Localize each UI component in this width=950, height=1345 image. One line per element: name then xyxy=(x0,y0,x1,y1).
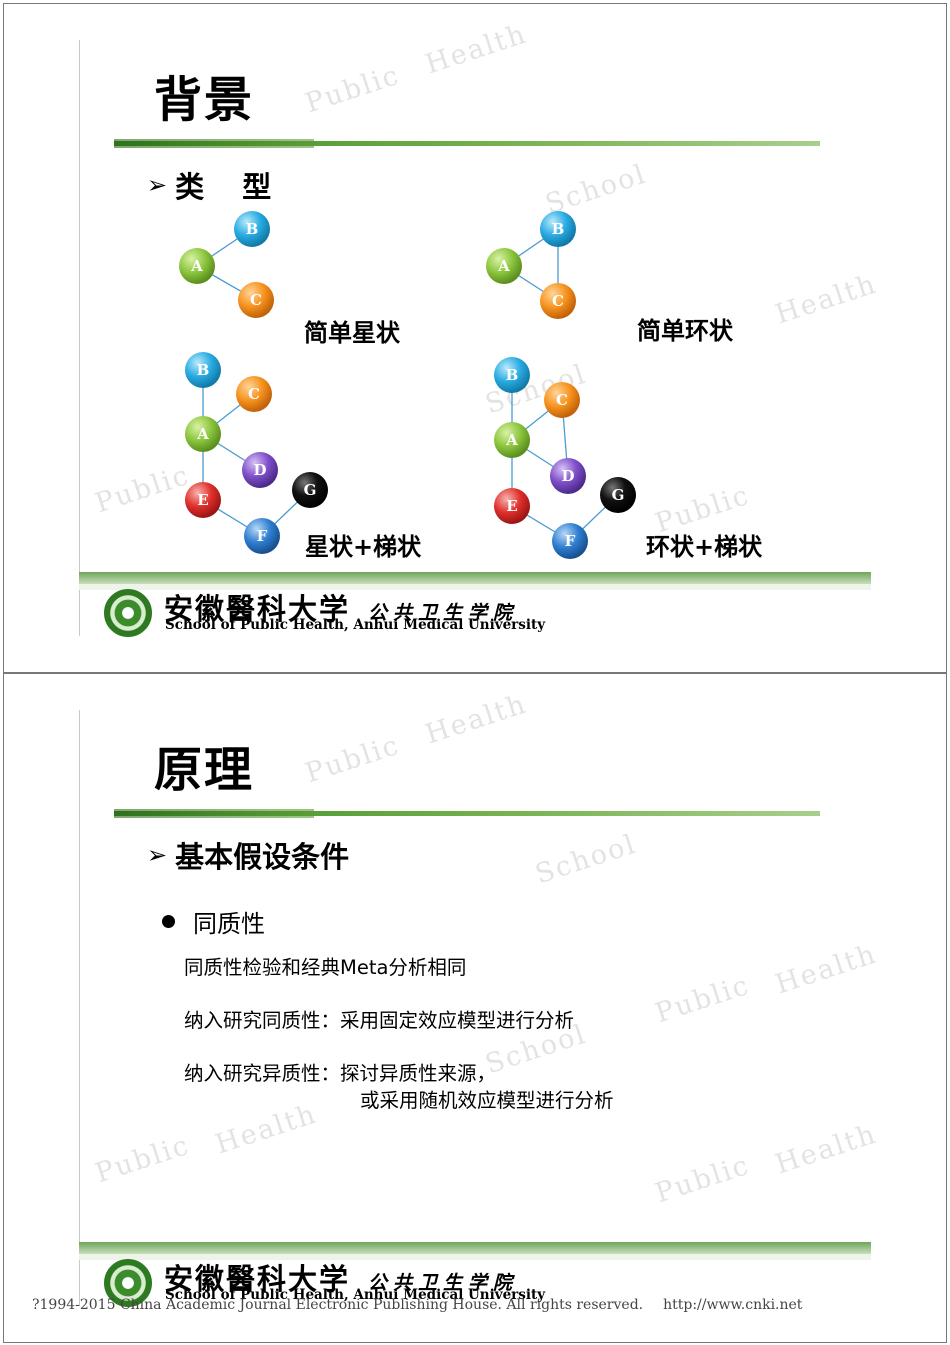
svg-text:C: C xyxy=(556,391,568,409)
round-bullet-icon xyxy=(162,915,175,928)
slide-left-rule xyxy=(79,710,80,1306)
sub-bullet-text: 同质性 xyxy=(193,910,265,938)
school-cn-text: 公共卫生学院 xyxy=(368,1272,519,1294)
sub-bullet-homogeneity: 同质性 xyxy=(162,904,265,939)
svg-text:A: A xyxy=(497,257,510,275)
svg-text:A: A xyxy=(505,431,518,449)
text-line: 纳入研究异质性：探讨异质性来源， xyxy=(184,1062,497,1085)
svg-text:B: B xyxy=(552,220,565,238)
svg-text:B: B xyxy=(246,220,259,238)
svg-text:A: A xyxy=(190,257,203,275)
bullet-text: 基本假设条件 xyxy=(175,840,350,874)
slide-title: 背景 xyxy=(154,72,255,128)
svg-text:C: C xyxy=(248,385,260,403)
caption-star-ladder: 星状+梯状 xyxy=(305,533,422,561)
watermark-health: Health xyxy=(421,688,531,751)
node-e: E xyxy=(185,482,221,518)
watermark-public: Public xyxy=(651,1149,754,1210)
footer-band xyxy=(79,1242,871,1254)
footer-shadow xyxy=(79,1254,871,1260)
university-cn-text: 安徽醫科大学 xyxy=(164,592,351,626)
footer-band xyxy=(79,572,871,584)
node-a: A xyxy=(179,248,215,284)
node-f: F xyxy=(552,523,588,559)
svg-text:F: F xyxy=(257,527,268,545)
node-e: E xyxy=(494,488,530,524)
svg-text:F: F xyxy=(565,532,576,550)
node-d: D xyxy=(242,452,278,488)
university-cn-text: 安徽醫科大学 xyxy=(164,1262,351,1296)
node-f: F xyxy=(244,518,280,554)
title-underline-bar xyxy=(114,139,820,148)
svg-text:G: G xyxy=(304,481,317,499)
svg-text:C: C xyxy=(250,291,262,309)
copyright-url: http://www.cnki.net xyxy=(663,1297,803,1313)
node-c: C xyxy=(544,382,580,418)
svg-text:D: D xyxy=(561,467,574,485)
node-g: G xyxy=(600,477,636,513)
slide-principle: Public Health Health Public School Publi… xyxy=(3,673,947,1343)
watermark-school: School xyxy=(531,828,641,891)
caption-simple-star: 简单星状 xyxy=(304,319,400,347)
node-g: G xyxy=(292,472,328,508)
svg-text:D: D xyxy=(253,461,266,479)
slide-title: 原理 xyxy=(154,742,255,798)
text-line: 纳入研究同质性：采用固定效应模型进行分析 xyxy=(184,1009,575,1032)
university-name-cn: 安徽醫科大学公共卫生学院 xyxy=(164,1256,518,1298)
arrow-bullet-icon: ➢ xyxy=(147,171,168,199)
caption-simple-ring: 简单环状 xyxy=(637,317,733,345)
copyright-line: ?1994-2015 China Academic Journal Electr… xyxy=(32,1297,802,1313)
svg-text:B: B xyxy=(506,366,519,384)
node-b: B xyxy=(234,211,270,247)
slide-left-rule xyxy=(79,40,80,636)
node-c: C xyxy=(540,283,576,319)
university-logo-icon xyxy=(104,1259,152,1307)
node-a: A xyxy=(494,422,530,458)
text-line: 或采用随机效应模型进行分析 xyxy=(360,1089,614,1112)
node-b: B xyxy=(185,352,221,388)
node-c: C xyxy=(238,282,274,318)
svg-text:A: A xyxy=(196,425,209,443)
svg-text:C: C xyxy=(552,292,564,310)
svg-text:G: G xyxy=(612,486,625,504)
watermark-health: Health xyxy=(211,1098,321,1161)
svg-text:E: E xyxy=(197,491,208,509)
university-name-en: School of Public Health, Anhui Medical U… xyxy=(165,617,546,633)
university-logo-icon xyxy=(104,589,152,637)
network-diagrams: B A C B A C B C A D E F G B C A D E F G xyxy=(179,211,636,559)
footer-shadow xyxy=(79,584,871,590)
watermark-public: Public xyxy=(91,1129,194,1190)
university-name-cn: 安徽醫科大学公共卫生学院 xyxy=(164,586,518,628)
bullet-assumptions: ➢ 基本假设条件 xyxy=(147,834,349,876)
node-b: B xyxy=(494,357,530,393)
node-b: B xyxy=(540,211,576,247)
text-line: 同质性检验和经典Meta分析相同 xyxy=(184,956,467,979)
watermark-public: Public xyxy=(651,969,754,1030)
svg-text:B: B xyxy=(197,361,210,379)
slide-background-types: Public Health Health School Public Publi… xyxy=(3,3,947,673)
caption-ring-ladder: 环状+梯状 xyxy=(646,533,763,561)
node-a: A xyxy=(185,416,221,452)
arrow-bullet-icon: ➢ xyxy=(147,841,168,869)
title-underline-bar xyxy=(114,809,820,818)
node-a: A xyxy=(486,248,522,284)
school-cn-text: 公共卫生学院 xyxy=(368,602,519,624)
bullet-types: ➢ 类 型 xyxy=(147,164,285,206)
copyright-text: ?1994-2015 China Academic Journal Electr… xyxy=(32,1297,644,1313)
node-d: D xyxy=(550,458,586,494)
bullet-text: 类 型 xyxy=(175,170,286,204)
watermark-public: Public xyxy=(301,729,404,790)
watermark-health: Health xyxy=(771,1118,881,1181)
watermark-health: Health xyxy=(771,938,881,1001)
university-name-en: School of Public Health, Anhui Medical U… xyxy=(165,1287,546,1303)
node-c: C xyxy=(236,376,272,412)
svg-text:E: E xyxy=(506,497,517,515)
